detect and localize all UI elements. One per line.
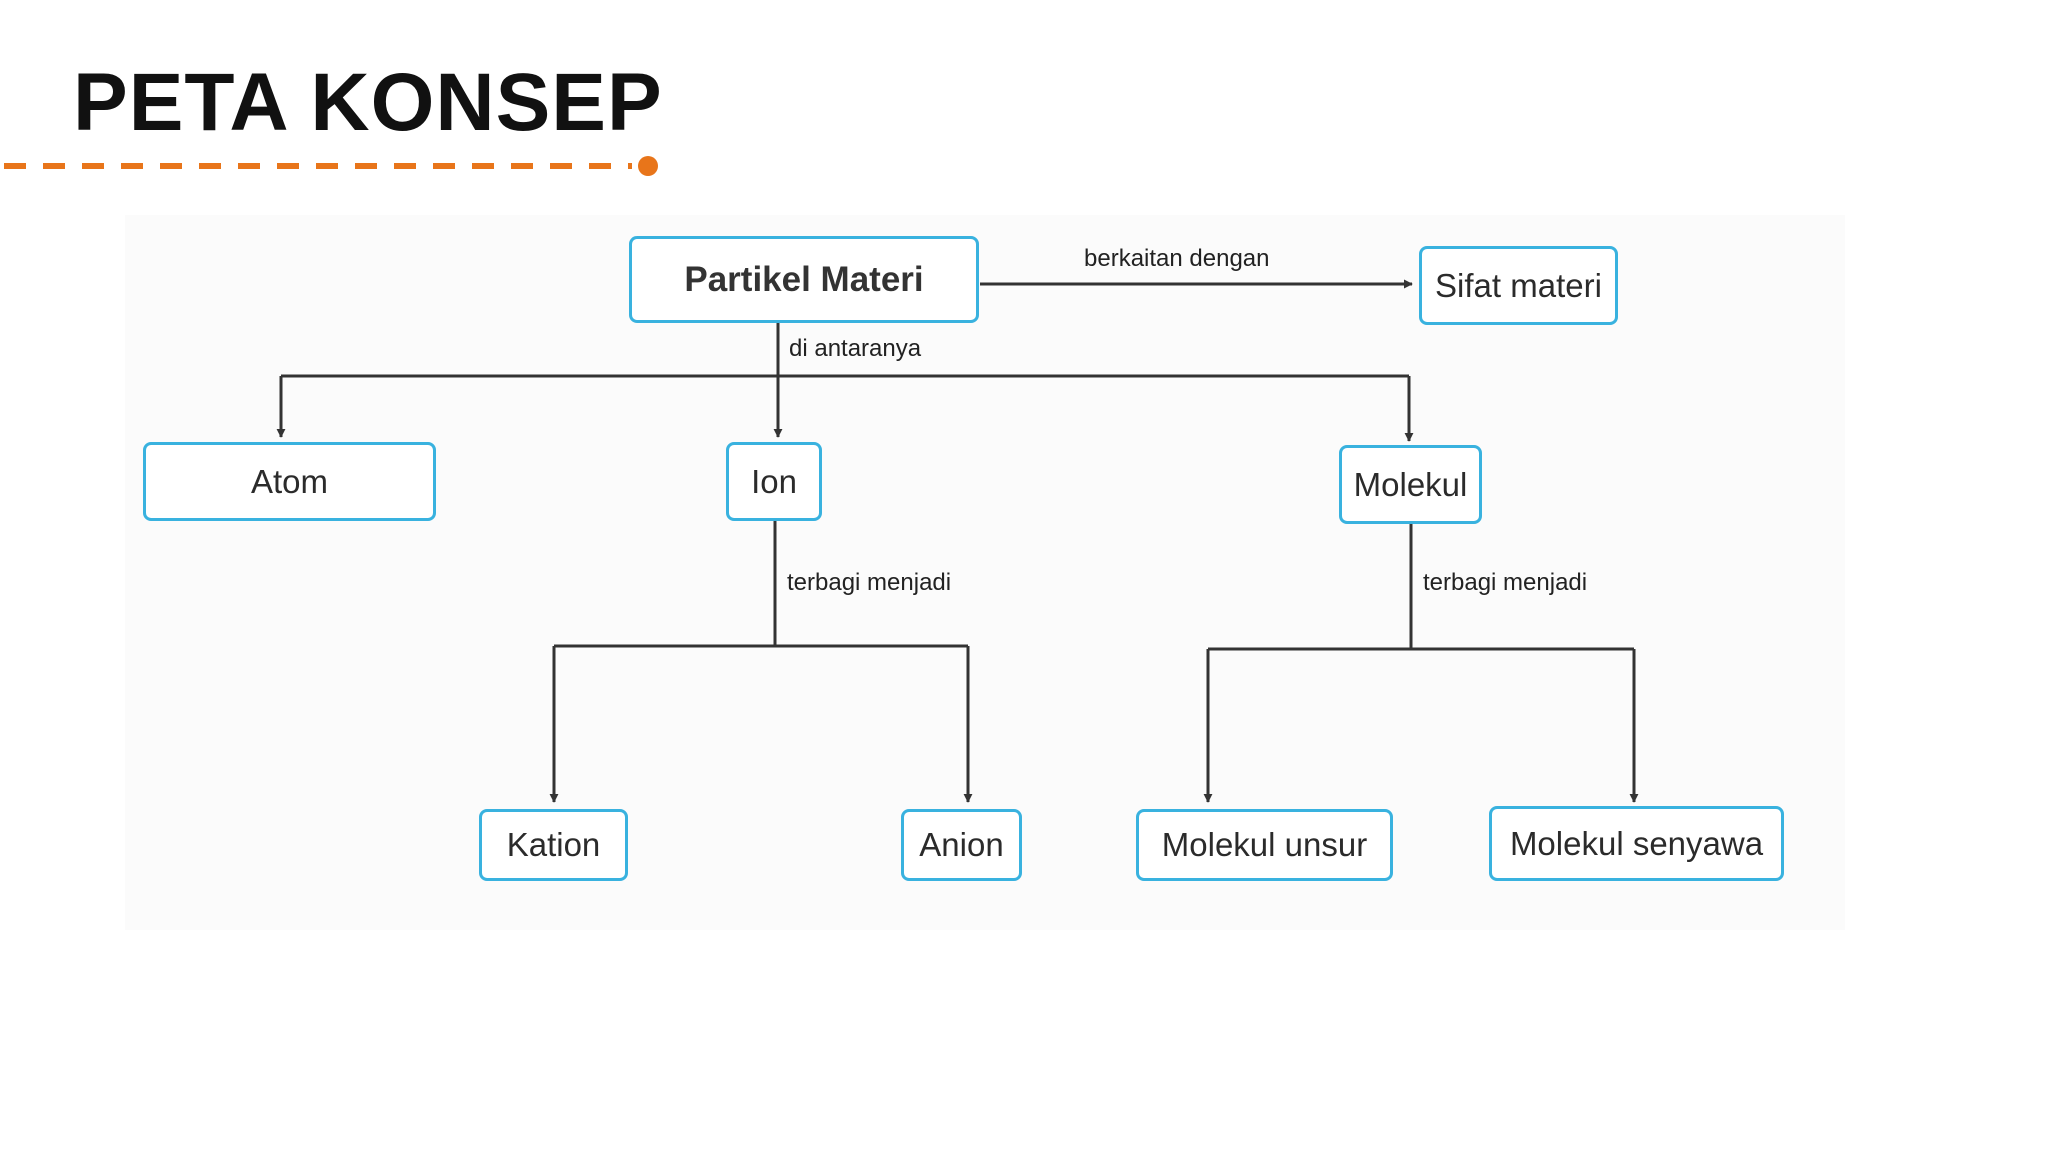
node-anion: Anion xyxy=(901,809,1022,881)
node-ion: Ion xyxy=(726,442,822,521)
link-label-molecule-divided: terbagi menjadi xyxy=(1423,569,1588,596)
link-label-related-to: berkaitan dengan xyxy=(1084,245,1270,272)
node-partikel-materi: Partikel Materi xyxy=(629,236,979,323)
link-label-among-them: di antaranya xyxy=(789,335,922,362)
node-molekul-unsur: Molekul unsur xyxy=(1136,809,1393,881)
node-molekul: Molekul xyxy=(1339,445,1482,524)
link-label-ion-divided: terbagi menjadi xyxy=(787,569,952,596)
node-kation: Kation xyxy=(479,809,628,881)
node-sifat-materi: Sifat materi xyxy=(1419,246,1618,325)
node-molekul-senyawa: Molekul senyawa xyxy=(1489,806,1784,881)
title-underline xyxy=(4,156,658,176)
page-title: PETA KONSEP xyxy=(73,57,663,148)
node-atom: Atom xyxy=(143,442,436,521)
